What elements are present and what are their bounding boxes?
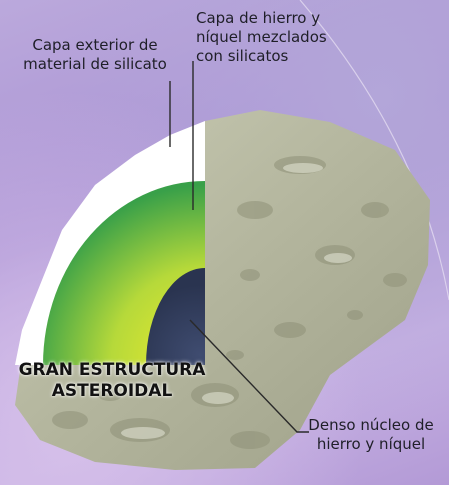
diagram-title: GRAN ESTRUCTURA ASTEROIDAL [0,360,224,402]
label-mixed-iron-nickel-layer: Capa de hierro y níquel mezclados con si… [196,9,372,66]
label-dense-core: Denso núcleo de hierro y níquel [296,416,446,454]
label-outer-silicate-layer: Capa exterior de material de silicato [6,36,184,74]
